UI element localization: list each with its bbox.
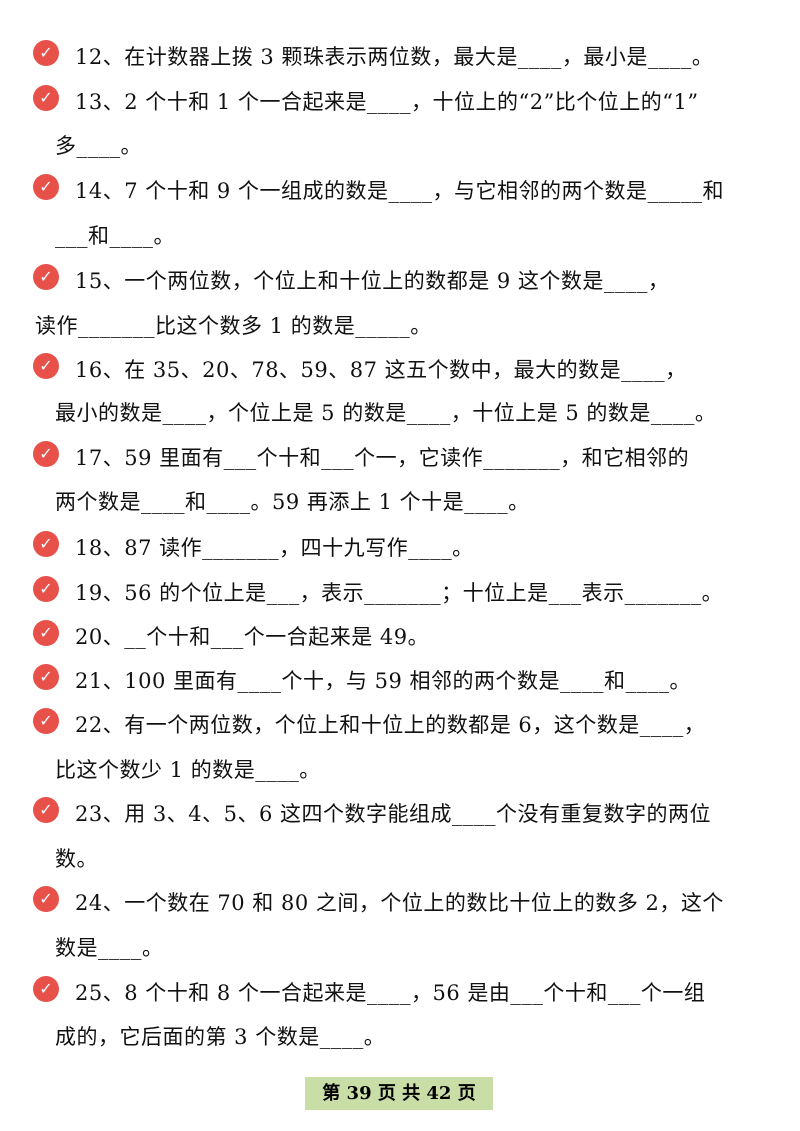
question-21-line-1: 21、100 里面有____个十，与 59 相邻的两个数是____和____。	[75, 669, 692, 693]
check-circle-icon: ✓	[33, 708, 59, 734]
check-circle-icon: ✓	[33, 85, 59, 111]
question-18-line-1: 18、87 读作_______，四十九写作____。	[75, 536, 474, 560]
check-circle-icon: ✓	[33, 40, 59, 66]
check-circle-icon: ✓	[33, 886, 59, 912]
question-23-line-1: 23、用 3、4、5、6 这四个数字能组成____个没有重复数字的两位	[75, 802, 712, 826]
check-circle-icon: ✓	[33, 576, 59, 602]
question-22-line-2: 比这个数少 1 的数是____。	[55, 758, 321, 782]
question-25-line-1: 25、8 个十和 8 个一合起来是____，56 是由___个十和___个一组	[75, 981, 706, 1005]
question-17-line-2: 两个数是____和____。59 再添上 1 个十是____。	[55, 490, 530, 514]
check-circle-icon: ✓	[33, 797, 59, 823]
page-number-footer: 第 39 页 共 42 页	[305, 1077, 493, 1110]
question-12-line-1: 12、在计数器上拨 3 颗珠表示两位数，最大是____，最小是____。	[75, 45, 714, 69]
question-25-line-2: 成的，它后面的第 3 个数是____。	[55, 1025, 386, 1049]
question-13-line-1: 13、2 个十和 1 个一合起来是____，十位上的“2”比个位上的“1”	[75, 90, 699, 114]
check-circle-icon: ✓	[33, 174, 59, 200]
check-circle-icon: ✓	[33, 441, 59, 467]
check-circle-icon: ✓	[33, 353, 59, 379]
check-circle-icon: ✓	[33, 531, 59, 557]
question-17-line-1: 17、59 里面有___个十和___个一，它读作_______，和它相邻的	[75, 446, 690, 470]
question-14-line-1: 14、7 个十和 9 个一组成的数是____，与它相邻的两个数是_____和	[75, 179, 724, 203]
question-23-line-2: 数。	[55, 847, 98, 871]
question-20-line-1: 20、__个十和___个一合起来是 49。	[75, 625, 430, 649]
question-13-line-2: 多____。	[55, 134, 142, 158]
question-16-line-2: 最小的数是____，个位上是 5 的数是____，十位上是 5 的数是____。	[55, 401, 717, 425]
check-circle-icon: ✓	[33, 976, 59, 1002]
question-16-line-1: 16、在 35、20、78、59、87 这五个数中，最大的数是____，	[75, 358, 687, 382]
question-15-line-1: 15、一个两位数，个位上和十位上的数都是 9 这个数是____，	[75, 269, 670, 293]
check-circle-icon: ✓	[33, 620, 59, 646]
question-19-line-1: 19、56 的个位上是___，表示_______；十位上是___表示______…	[75, 581, 724, 605]
question-22-line-1: 22、有一个两位数，个位上和十位上的数都是 6，这个数是____，	[75, 713, 706, 737]
check-circle-icon: ✓	[33, 664, 59, 690]
question-24-line-1: 24、一个数在 70 和 80 之间，个位上的数比十位上的数多 2，这个	[75, 891, 724, 915]
check-circle-icon: ✓	[33, 264, 59, 290]
question-24-line-2: 数是____。	[55, 936, 164, 960]
question-15-line-2: 读作_______比这个数多 1 的数是_____。	[35, 314, 432, 338]
question-14-line-2: ___和____。	[55, 224, 175, 248]
